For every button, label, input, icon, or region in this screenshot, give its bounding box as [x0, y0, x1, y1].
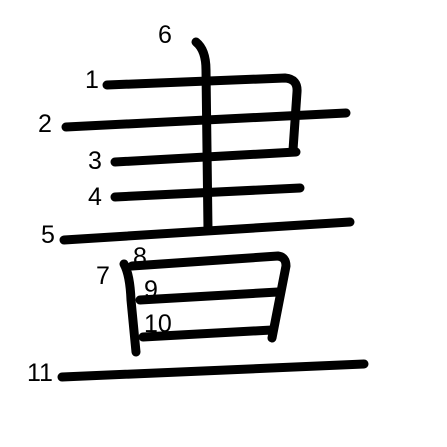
stroke-9 — [135, 287, 283, 305]
stroke-11 — [57, 359, 369, 382]
stroke-number-5: 5 — [41, 221, 55, 249]
stroke-number-11: 11 — [27, 359, 53, 387]
stroke-10 — [138, 325, 277, 342]
stroke-number-1: 1 — [85, 66, 99, 94]
stroke-number-6: 6 — [158, 21, 172, 49]
stroke-number-7: 7 — [96, 262, 110, 290]
stroke-number-2: 2 — [38, 110, 52, 138]
stroke-7 — [119, 259, 141, 357]
stroke-8 — [127, 251, 291, 343]
stroke-1 — [102, 73, 302, 155]
stroke-number-8: 8 — [133, 243, 147, 271]
stroke-number-9: 9 — [144, 276, 158, 304]
stroke-number-3: 3 — [88, 147, 102, 175]
stroke-6 — [191, 37, 213, 235]
stroke-number-10: 10 — [144, 310, 172, 338]
stroke-number-4: 4 — [88, 183, 102, 211]
